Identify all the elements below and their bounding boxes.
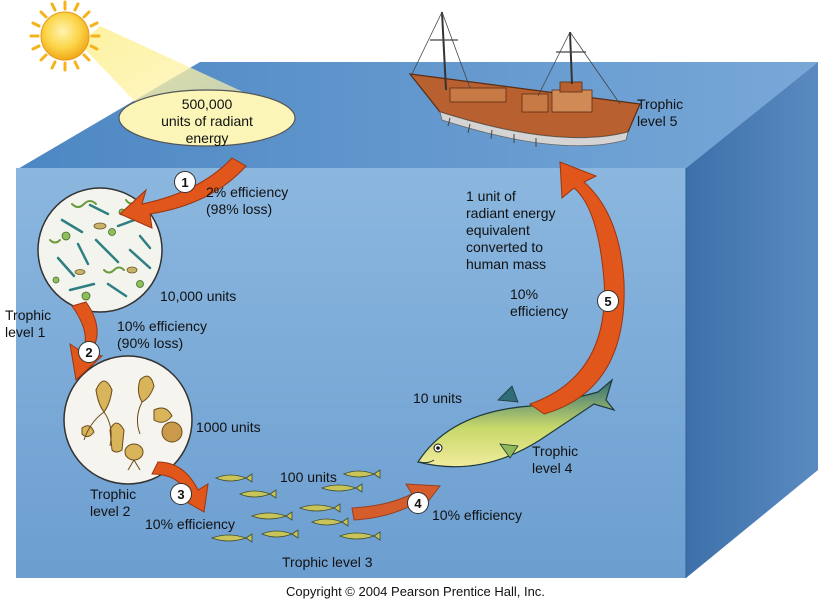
step-5-badge: 5 — [597, 290, 619, 312]
trophic-level-1-label: Trophic level 1 — [5, 307, 52, 340]
trophic-level-2-label: Trophic level 2 — [90, 486, 137, 519]
radiant-energy-ellipse — [118, 89, 296, 147]
level-2-units: 1000 units — [196, 419, 261, 435]
copyright-notice: Copyright © 2004 Pearson Prentice Hall, … — [286, 584, 545, 599]
step-3-badge: 3 — [170, 483, 192, 505]
fishing-boat — [408, 11, 641, 147]
step-1-badge: 1 — [174, 171, 196, 193]
step-3-efficiency: 10% efficiency — [145, 516, 236, 532]
arrow-1 — [119, 157, 247, 229]
arrow-3 — [151, 461, 209, 513]
trophic-level-5-label: Trophic level 5 — [637, 96, 684, 129]
step-5-efficiency: 10% efficiency — [510, 286, 569, 319]
zooplankton-circle — [63, 355, 193, 485]
level-4-units: 10 units — [413, 390, 463, 406]
step-4-badge: 4 — [407, 492, 429, 514]
sun-icon — [29, 0, 101, 72]
level-5-units: 1 unit of radiant energy equivalent conv… — [466, 188, 556, 272]
trophic-level-4-label: Trophic level 4 — [532, 443, 579, 476]
level-3-units: 100 units — [280, 469, 337, 485]
trophic-level-3-label: Trophic level 3 — [282, 554, 373, 570]
step-1-efficiency: 2% efficiency (98% loss) — [206, 184, 289, 217]
step-2-efficiency: 10% efficiency (90% loss) — [117, 318, 208, 351]
arrow-5 — [528, 161, 625, 415]
step-2-badge: 2 — [78, 341, 100, 363]
level-1-units: 10,000 units — [160, 288, 237, 304]
small-fish-school — [210, 469, 381, 543]
radiant-energy-label: 500,000 units of radiant energy — [161, 96, 253, 146]
water-side-face — [686, 62, 818, 578]
step-4-efficiency: 10% efficiency — [432, 507, 523, 523]
